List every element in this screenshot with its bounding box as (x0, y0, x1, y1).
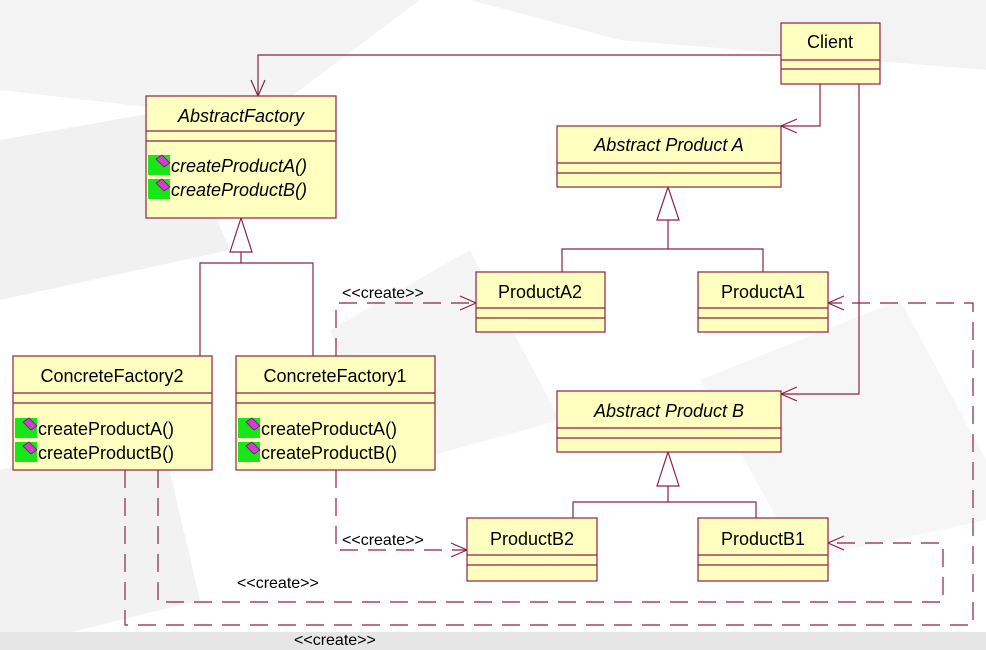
class-name: Client (807, 32, 853, 52)
a1-generalization-line (668, 248, 764, 272)
b1-generalization-line (668, 501, 757, 518)
generalization-triangle (229, 216, 253, 253)
class-abstract-product-a[interactable]: Abstract Product A (556, 125, 782, 188)
class-name: ConcreteFactory1 (263, 366, 406, 386)
operation-icon (238, 441, 261, 462)
class-abstract-factory[interactable]: AbstractFactory createProductA() createP… (145, 95, 337, 219)
generalization-triangle (656, 450, 680, 487)
operation-icon (148, 154, 171, 175)
class-name: Abstract Product A (593, 135, 743, 155)
b2-generalization-line (572, 486, 669, 518)
operation-create-product-b: createProductB() (38, 443, 174, 463)
operation-icon (15, 417, 38, 438)
class-name: ProductB1 (721, 529, 805, 549)
class-abstract-product-b[interactable]: Abstract Product B (556, 390, 782, 453)
class-client[interactable]: Client (780, 22, 881, 85)
cf1-creates-producta2 (335, 302, 476, 356)
cf1-generalization-line (241, 262, 314, 356)
class-name: Abstract Product B (593, 401, 744, 421)
class-product-a1[interactable]: ProductA1 (697, 271, 829, 333)
edges (124, 54, 974, 626)
operation-icon (15, 441, 38, 462)
class-concrete-factory-1[interactable]: ConcreteFactory1 createProductA() create… (235, 355, 436, 471)
client-to-abstractproducta-association (781, 84, 821, 127)
create-stereotype-label: <<create>> (342, 285, 424, 302)
operation-icon (148, 178, 171, 199)
operation-create-product-b: createProductB() (171, 180, 307, 200)
operation-create-product-b: createProductB() (261, 443, 397, 463)
a2-generalization-line (561, 220, 669, 272)
class-product-b2[interactable]: ProductB2 (466, 517, 598, 582)
cf2-generalization-line (199, 252, 242, 356)
create-stereotype-label: <<create>> (342, 532, 424, 549)
client-to-abstractproductb-association (781, 84, 860, 395)
cf2-creates-productb1 (157, 470, 944, 603)
class-product-a2[interactable]: ProductA2 (475, 271, 606, 333)
client-to-abstractfactory-association (257, 54, 781, 96)
class-name: ProductA2 (498, 282, 582, 302)
create-stereotype-label: <<create>> (237, 575, 319, 592)
cf2-creates-producta1 (124, 302, 974, 626)
class-name: ConcreteFactory2 (40, 366, 183, 386)
operation-create-product-a: createProductA() (261, 419, 397, 439)
operation-create-product-a: createProductA() (38, 419, 174, 439)
class-name: ProductA1 (721, 282, 805, 302)
class-name: AbstractFactory (177, 106, 305, 126)
class-product-b1[interactable]: ProductB1 (697, 517, 829, 582)
create-stereotype-label: <<create>> (294, 632, 376, 649)
operation-icon (238, 417, 261, 438)
class-name: ProductB2 (490, 529, 574, 549)
generalization-triangle (656, 185, 680, 221)
operation-create-product-a: createProductA() (171, 156, 307, 176)
class-concrete-factory-2[interactable]: ConcreteFactory2 createProductA() create… (12, 355, 213, 471)
